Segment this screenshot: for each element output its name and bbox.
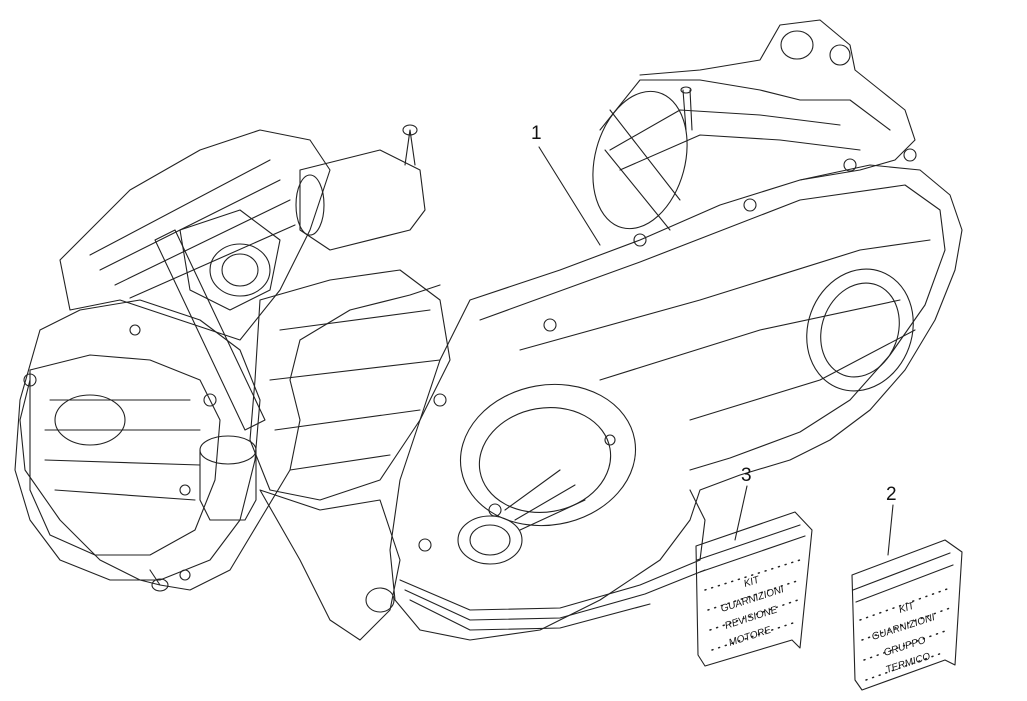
bolt [418,538,432,552]
bolt [179,569,191,581]
wiring-harness [149,284,441,591]
leader-line-2 [887,504,894,556]
bolt [843,158,857,172]
barrel-fins [89,159,296,299]
intake-manifold [179,209,281,311]
variator-hub-inner [469,524,511,556]
oil-filter-top [199,435,257,465]
cylinder-head [14,299,261,581]
callout-3: 3 [741,465,752,486]
bolt [129,324,141,336]
kit-bag-3-seal [696,524,806,573]
variator-cover [459,383,637,527]
cover-rib-line-2 [599,299,901,381]
starter-motor-end [295,174,325,236]
flywheel-cover [592,90,688,230]
throttle-body-inner [221,253,259,287]
kit-bag-2-line-1: KIT [898,600,917,616]
callout-1: 1 [531,123,542,144]
leader-line-1 [538,146,601,246]
bolt [433,393,447,407]
bolt [743,198,757,212]
flywheel-cover-detail [604,109,681,231]
bolt [903,148,917,162]
spark-plug-boss [54,394,126,446]
bolt-set [129,148,917,581]
oil-filter-body [199,449,257,521]
clutch-cover-inner [820,282,900,378]
gasket-kit-bag-2: KIT GUARNIZIONI GRUPPO TERMICO [851,539,963,691]
starter-terminal [404,129,416,166]
leader-line-3 [734,485,748,541]
cover-rib-line [519,239,931,351]
crankcase-center [249,269,451,501]
kit-bag-2-outline [851,539,963,691]
bracket-hole-2 [829,44,851,66]
kit-bag-3-outline [695,511,813,667]
engine-sump [399,489,706,611]
kit-bag-3-line-1: KIT [743,574,762,590]
kit-bag-2-seal [852,552,954,603]
starter-terminal-cap [402,124,418,136]
stud-pin-top [680,86,692,94]
transmission-cover-outline [389,164,963,641]
cylinder-head-ribs [44,399,201,501]
gasket-kit-bag-3: KIT GUARNIZIONI REVISIONE MOTORE [695,511,813,667]
mounting-bracket [639,19,916,181]
cover-inner-line [479,184,946,471]
throttle-body [209,243,271,297]
valve-cover-bolt-left [23,373,37,387]
bolt [488,503,502,517]
valve-cover-bolt-right [203,393,217,407]
variator-fins [504,469,586,531]
wiring-harness-2 [19,379,161,586]
bolt [604,434,616,446]
valve-cover-bolt-bottom [179,484,191,496]
kit-bag-2-line-2: GUARNIZIONI [871,612,937,643]
connector-plug [151,578,169,592]
crankcase-lower [259,489,401,641]
lower-mount-hole [365,587,395,613]
starter-motor [299,149,426,251]
cylinder-head-cover [29,354,221,556]
cover-rib-line-3 [689,329,916,421]
bracket-lines [609,109,861,171]
engine-assembly [14,19,963,641]
stud-pin [682,89,693,131]
variator-cover-inner [478,406,612,514]
bolt [543,318,557,332]
cylinder-barrel [59,129,331,341]
kit-bag-3-texture [704,559,801,651]
frame-arm [154,229,266,431]
bracket-arm [599,79,891,131]
engine-sump-lines [404,569,706,631]
clutch-cover-dome [806,268,914,392]
callout-2: 2 [886,484,897,505]
crankcase-center-lines [269,309,441,471]
bolt [633,233,647,247]
bracket-hole [780,30,814,60]
variator-hub [457,515,523,565]
